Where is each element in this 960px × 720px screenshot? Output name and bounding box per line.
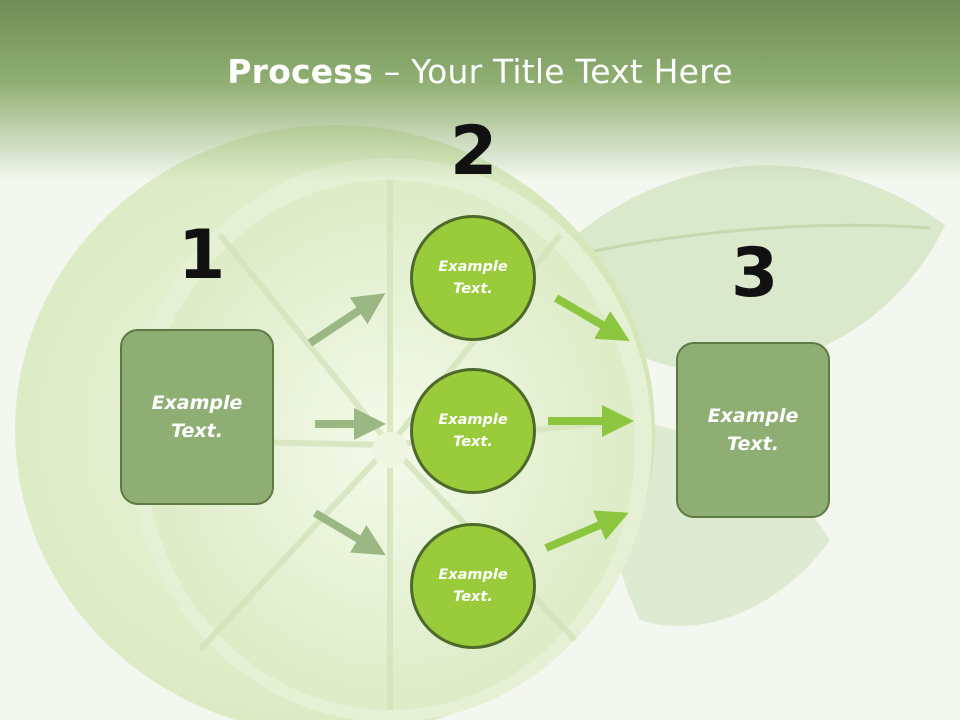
title-band bbox=[0, 0, 960, 180]
step-1-box: Example Text. bbox=[120, 329, 274, 505]
step-2-number: 2 bbox=[450, 112, 498, 191]
step-3-box: Example Text. bbox=[676, 342, 830, 518]
title-dash: – bbox=[373, 52, 412, 91]
page-title: Process – Your Title Text Here bbox=[0, 52, 960, 91]
step-1-number: 1 bbox=[178, 216, 226, 295]
title-bold: Process bbox=[227, 52, 373, 91]
step-1-text: Example Text. bbox=[151, 391, 243, 443]
step-2-circle-2: Example Text. bbox=[410, 368, 536, 494]
step-2-circle-3: Example Text. bbox=[410, 523, 536, 649]
title-rest: Your Title Text Here bbox=[411, 52, 733, 91]
step-2-circle-1: Example Text. bbox=[410, 215, 536, 341]
step-3-text: Example Text. bbox=[707, 404, 799, 456]
step-2-circle-1-text: Example Text. bbox=[438, 258, 508, 297]
step-2-circle-2-text: Example Text. bbox=[438, 411, 508, 450]
step-2-circle-3-text: Example Text. bbox=[438, 566, 508, 605]
step-3-number: 3 bbox=[731, 234, 779, 313]
